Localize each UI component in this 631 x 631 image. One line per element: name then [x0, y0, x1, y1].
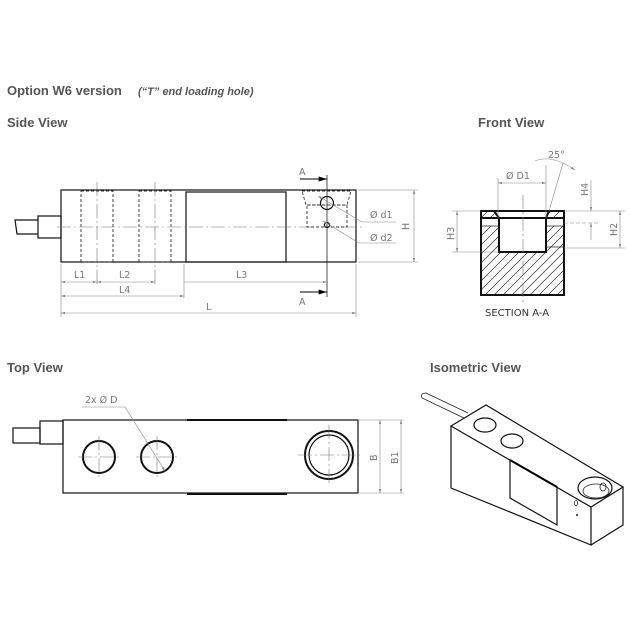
- hatch-line: [481, 211, 491, 295]
- d1-diameter-label: Ø D1: [506, 171, 530, 182]
- hatch-line: [481, 211, 527, 295]
- b-label: B: [369, 454, 380, 461]
- hatch-line: [481, 211, 482, 295]
- body-outline: [60, 189, 357, 263]
- side-view: A A Ø d1 Ø d2 H L1 L2 L3 L4 L: [14, 167, 418, 317]
- body-outline: [62, 419, 359, 494]
- hatch-line: [506, 211, 564, 295]
- cable-gland: [39, 420, 64, 445]
- hatch-line: [524, 211, 564, 295]
- hatch-line: [481, 211, 500, 295]
- h2-label: H2: [609, 223, 620, 236]
- isometric-view-heading: Isometric View: [430, 360, 522, 375]
- h-label: H: [401, 223, 412, 230]
- hatch-line: [560, 211, 564, 295]
- hatch-line: [481, 211, 518, 295]
- h3-label: H3: [446, 227, 457, 240]
- section-mark-top: A: [299, 167, 306, 178]
- hatch-line: [488, 211, 564, 295]
- section-mark-bottom: A: [299, 297, 306, 308]
- hatch-line: [515, 211, 564, 295]
- front-view: Ø D1 25° H3 H4 H2 SECTION A-A: [446, 150, 631, 319]
- section-caption: SECTION A-A: [485, 308, 549, 319]
- d1-label: Ø d1: [370, 210, 393, 221]
- isometric-view: [421, 392, 625, 546]
- cable: [14, 219, 38, 235]
- hatch-line: [533, 211, 564, 295]
- l4-label: L4: [119, 285, 130, 296]
- l-label: L: [206, 302, 212, 313]
- cable: [421, 392, 469, 419]
- front-view-heading: Front View: [478, 115, 545, 130]
- hatch-line: [579, 200, 631, 300]
- hatch-line: [481, 211, 554, 295]
- page-subtitle: (“T” end loading hole): [138, 86, 254, 98]
- l3-label: L3: [236, 270, 247, 281]
- top-view: 2x Ø D B B1: [12, 395, 404, 495]
- hatch-line: [481, 211, 509, 295]
- page-title: Option W6 version: [7, 83, 122, 98]
- hatch-line: [542, 211, 564, 295]
- top-view-heading: Top View: [7, 360, 64, 375]
- cable: [12, 427, 41, 444]
- angle-label: 25°: [548, 150, 565, 161]
- hatch-line: [481, 211, 545, 295]
- d-diameter-label: 2x Ø D: [85, 395, 118, 406]
- hatch-line: [481, 211, 536, 295]
- section-outline: [480, 210, 565, 296]
- hatch-line: [497, 211, 564, 295]
- side-view-heading: Side View: [7, 115, 68, 130]
- section-hatching: [481, 200, 631, 300]
- hatch-line: [570, 200, 631, 300]
- l1-label: L1: [74, 270, 85, 281]
- l2-label: L2: [119, 270, 130, 281]
- d2-label: Ø d2: [370, 233, 393, 244]
- b1-label: B1: [390, 451, 401, 464]
- h4-label: H4: [580, 183, 591, 196]
- hatch-line: [481, 211, 564, 295]
